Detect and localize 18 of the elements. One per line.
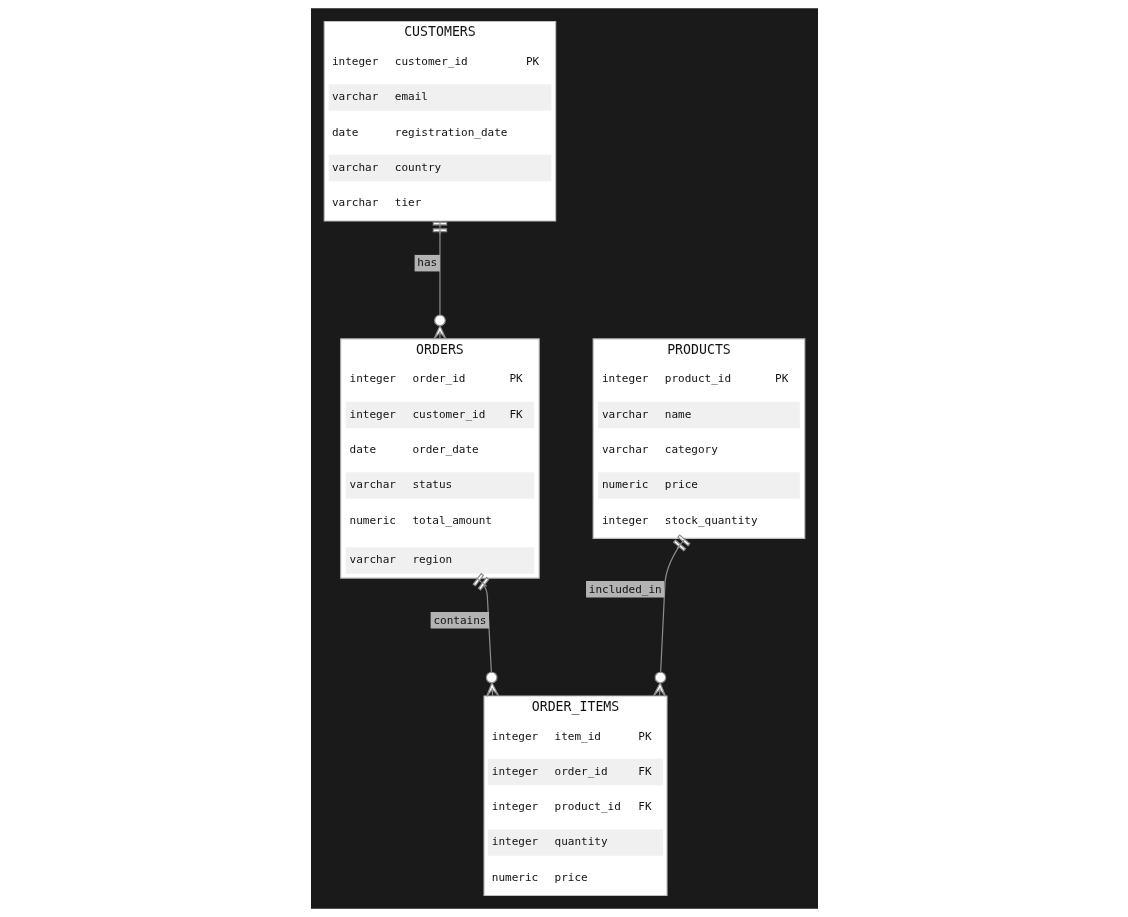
edge-label: contains — [432, 613, 486, 627]
node-text: numeric price — [491, 870, 588, 884]
edge-label: has — [416, 256, 437, 270]
node-text: integer order_id PK — [349, 372, 523, 386]
node-text: integer product_id PK — [601, 372, 788, 386]
node-text: integer customer_id PK — [331, 55, 539, 69]
node-text: date registration_date — [331, 125, 508, 139]
node-text: numeric total_amount — [349, 513, 492, 527]
node-text: varchar tier — [331, 196, 421, 210]
edge-label: included_in — [588, 582, 662, 596]
node-box: varchar region — [345, 547, 534, 574]
node-text: integer item_id PK — [491, 729, 652, 743]
connector — [652, 534, 691, 697]
node-text: date order_date — [349, 442, 479, 456]
node-text: varchar category — [601, 442, 718, 456]
node-text: integer product_id FK — [491, 800, 652, 814]
connector — [471, 572, 499, 697]
node-text: integer stock_quantity — [601, 513, 758, 527]
